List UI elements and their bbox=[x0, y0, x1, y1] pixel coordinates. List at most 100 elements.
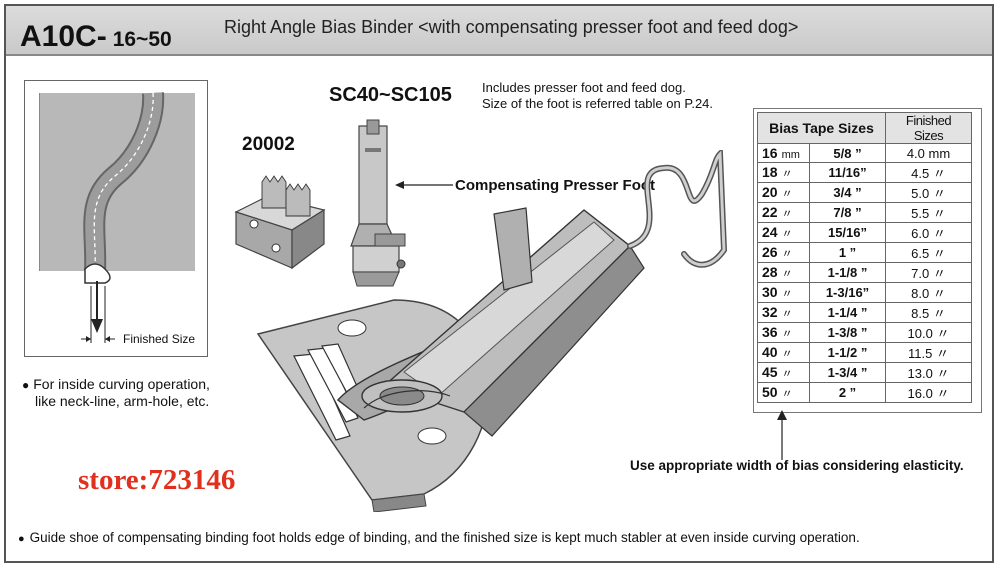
size-table-frame bbox=[753, 108, 982, 413]
bias-width-inch-cell: 15/16” bbox=[809, 222, 886, 243]
bias-width-inch-cell: 5/8 ” bbox=[809, 143, 886, 163]
finished-size-cell: 6.5 〃 bbox=[885, 242, 972, 263]
finished-size-cell: 7.0 〃 bbox=[885, 262, 972, 283]
pointer-arrow bbox=[395, 181, 453, 189]
feed-dog-illustration bbox=[234, 175, 326, 270]
bias-width-unit: 〃 bbox=[781, 188, 793, 200]
bias-width-inch-cell: 2 ” bbox=[809, 382, 886, 403]
bias-width-unit: 〃 bbox=[781, 308, 793, 320]
bias-width-unit: 〃 bbox=[781, 388, 793, 400]
table-row: 22〃7/8 ”5.5 〃 bbox=[757, 202, 972, 223]
bias-width-value: 36 bbox=[762, 324, 778, 340]
bias-width-mm-cell: 24〃 bbox=[757, 222, 810, 243]
bias-width-value: 28 bbox=[762, 264, 778, 280]
bias-width-value: 24 bbox=[762, 224, 778, 240]
bias-width-inch-cell: 1-3/4 ” bbox=[809, 362, 886, 383]
bias-width-value: 22 bbox=[762, 204, 778, 220]
finished-size-cell: 11.5 〃 bbox=[885, 342, 972, 363]
table-row: 45〃1-3/4 ”13.0 〃 bbox=[757, 362, 972, 383]
down-arrow-icon bbox=[91, 319, 103, 333]
bias-width-mm-cell: 50〃 bbox=[757, 382, 810, 403]
bias-width-inch-cell: 1-3/16” bbox=[809, 282, 886, 303]
finished-sizes-header: Finished Sizes bbox=[885, 112, 972, 144]
elasticity-note: Use appropriate width of bias considerin… bbox=[630, 458, 964, 473]
bias-width-unit: 〃 bbox=[781, 368, 793, 380]
bias-width-inch-cell: 1-1/8 ” bbox=[809, 262, 886, 283]
left-arrow-icon bbox=[395, 181, 404, 189]
table-row: 18〃11/16”4.5 〃 bbox=[757, 162, 972, 183]
table-row: 50〃2 ”16.0 〃 bbox=[757, 382, 972, 403]
bias-width-value: 16 bbox=[762, 145, 778, 161]
bias-width-unit: 〃 bbox=[781, 228, 793, 240]
includes-line-1: Includes presser foot and feed dog. bbox=[482, 80, 686, 95]
bias-width-mm-cell: 30〃 bbox=[757, 282, 810, 303]
includes-line-2: Size of the foot is referred table on P.… bbox=[482, 96, 714, 111]
bias-width-mm-cell: 20〃 bbox=[757, 182, 810, 203]
bias-width-unit: 〃 bbox=[781, 348, 793, 360]
dimension-arrow-icon bbox=[86, 336, 91, 342]
bias-width-inch-cell: 1-3/8 ” bbox=[809, 322, 886, 343]
finished-size-cell: 4.5 〃 bbox=[885, 162, 972, 183]
guide-shoe-note: ● Guide shoe of compensating binding foot… bbox=[18, 530, 860, 545]
bias-width-inch-cell: 7/8 ” bbox=[809, 202, 886, 223]
finished-size-cell: 4.0 mm bbox=[885, 143, 972, 163]
finished-size-label: Finished Size bbox=[123, 332, 195, 346]
bias-width-value: 30 bbox=[762, 284, 778, 300]
page-border bbox=[4, 4, 994, 563]
up-arrow-icon bbox=[777, 410, 787, 420]
table-header-row: Bias Tape Sizes Finished Sizes bbox=[757, 112, 972, 144]
bias-width-value: 26 bbox=[762, 244, 778, 260]
bias-width-mm-cell: 22〃 bbox=[757, 202, 810, 223]
model-number: A10C-16~50 bbox=[20, 20, 172, 53]
bias-width-mm-cell: 32〃 bbox=[757, 302, 810, 323]
finished-size-cell: 16.0 〃 bbox=[885, 382, 972, 403]
bullet-icon: ● bbox=[18, 533, 25, 545]
guide-shoe-text: Guide shoe of compensating binding foot … bbox=[29, 530, 860, 545]
compensating-presser-foot-label: Compensating Presser Foot bbox=[455, 177, 656, 194]
finished-size-cell: 5.0 〃 bbox=[885, 182, 972, 203]
bias-width-mm-cell: 40〃 bbox=[757, 342, 810, 363]
finished-size-cell: 5.5 〃 bbox=[885, 202, 972, 223]
note-line-1: For inside curving operation, bbox=[33, 376, 210, 392]
store-watermark: store:723146 bbox=[78, 464, 236, 496]
presser-foot-model: SC40~SC105 bbox=[329, 84, 452, 106]
binder-assembly-illustration bbox=[256, 150, 728, 512]
curve-diagram-illustration: Finished Size bbox=[39, 92, 195, 346]
bias-width-unit: 〃 bbox=[781, 288, 793, 300]
bias-width-unit: mm bbox=[781, 149, 800, 161]
bias-width-value: 40 bbox=[762, 344, 778, 360]
finished-size-cell: 6.0 〃 bbox=[885, 222, 972, 243]
bias-width-mm-cell: 36〃 bbox=[757, 322, 810, 343]
feed-dog-model: 20002 bbox=[242, 134, 295, 155]
plate-hole bbox=[417, 427, 447, 445]
plate-hole bbox=[337, 319, 367, 337]
stitch-line bbox=[93, 92, 154, 272]
bias-width-inch-cell: 1 ” bbox=[809, 242, 886, 263]
presser-foot-illustration bbox=[350, 119, 406, 287]
bias-width-mm-cell: 26〃 bbox=[757, 242, 810, 263]
header-bar: A10C-16~50 Right Angle Bias Binder <with… bbox=[6, 6, 992, 56]
finished-size-cell: 10.0 〃 bbox=[885, 322, 972, 343]
table-row: 28〃1-1/8 ”7.0 〃 bbox=[757, 262, 972, 283]
finished-size-cell: 8.0 〃 bbox=[885, 282, 972, 303]
bias-width-value: 18 bbox=[762, 164, 778, 180]
table-row: 20〃3/4 ”5.0 〃 bbox=[757, 182, 972, 203]
binding-cross-section bbox=[84, 263, 111, 284]
bias-width-inch-cell: 1-1/2 ” bbox=[809, 342, 886, 363]
bias-width-mm-cell: 18〃 bbox=[757, 162, 810, 183]
model-range: 16~50 bbox=[112, 28, 172, 51]
table-row: 36〃1-3/8 ”10.0 〃 bbox=[757, 322, 972, 343]
finished-size-cell: 13.0 〃 bbox=[885, 362, 972, 383]
elasticity-pointer bbox=[777, 410, 787, 460]
dimension-arrow-icon bbox=[105, 336, 110, 342]
bias-width-unit: 〃 bbox=[781, 168, 793, 180]
bullet-icon: ● bbox=[22, 378, 30, 392]
bias-width-inch-cell: 3/4 ” bbox=[809, 182, 886, 203]
bias-width-mm-cell: 28〃 bbox=[757, 262, 810, 283]
table-row: 40〃1-1/2 ”11.5 〃 bbox=[757, 342, 972, 363]
